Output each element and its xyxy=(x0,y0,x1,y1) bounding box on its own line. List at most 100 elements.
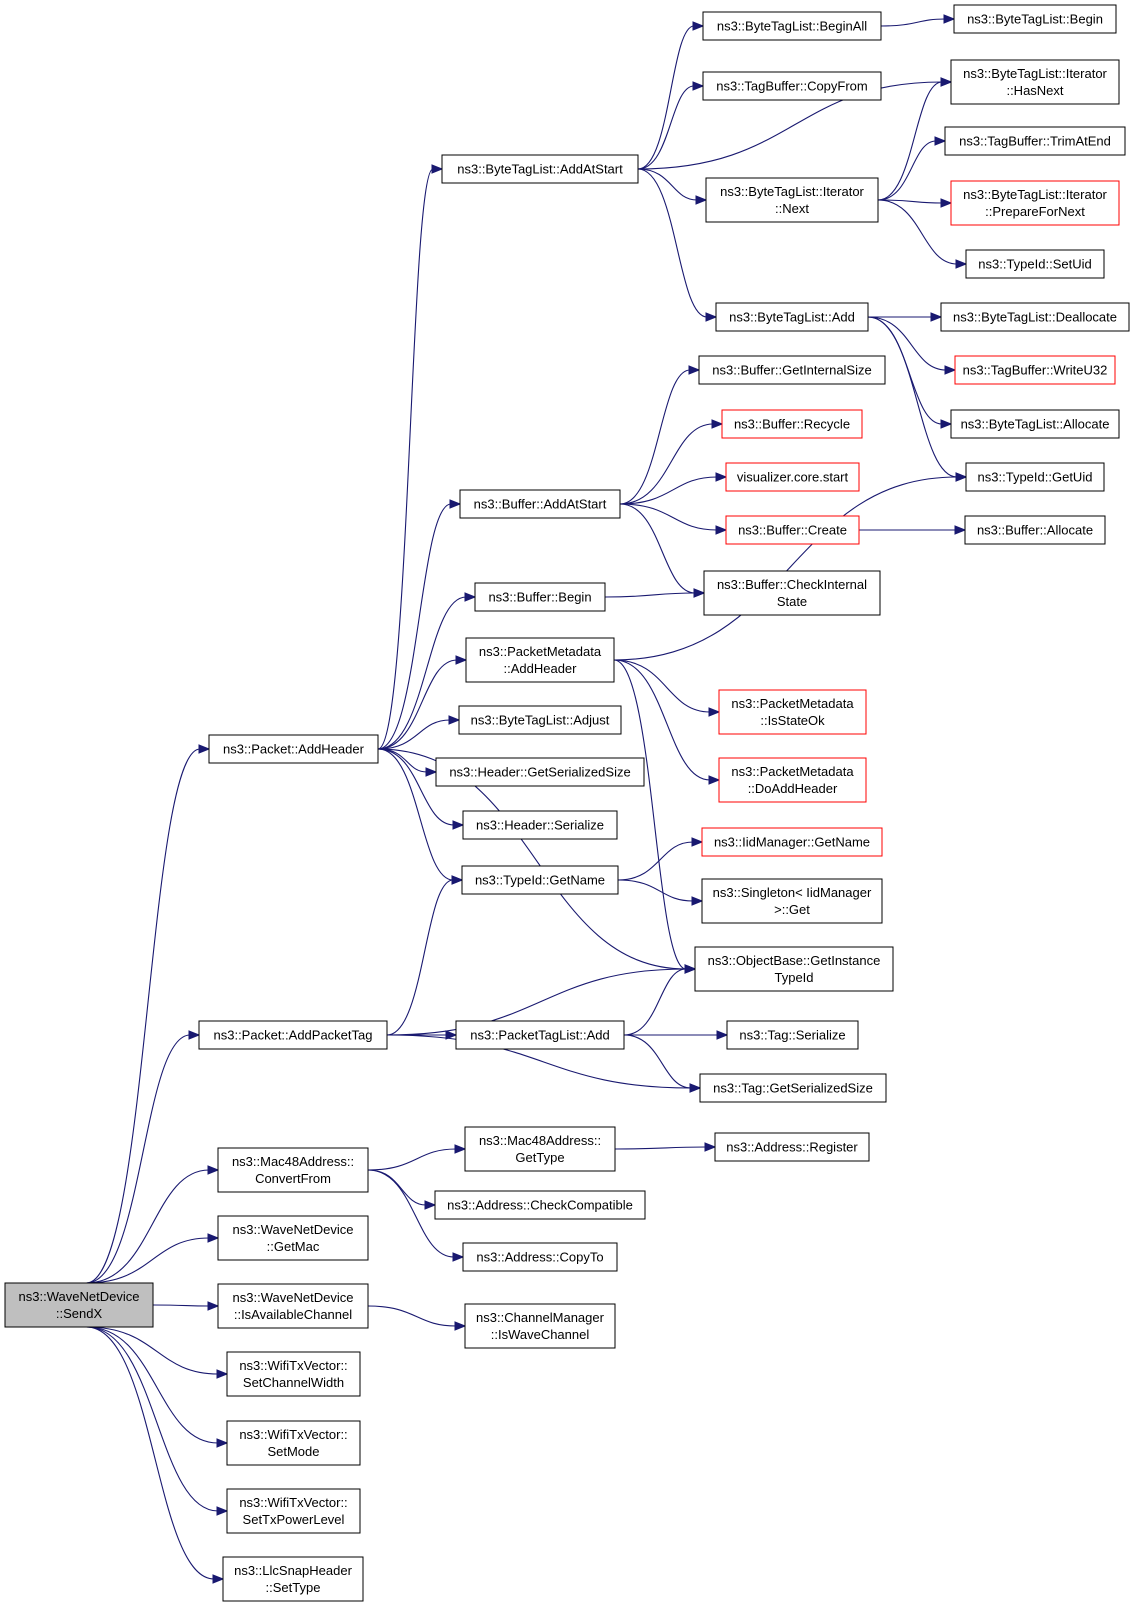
node-buf-getinternal[interactable]: ns3::Buffer::GetInternalSize xyxy=(698,355,886,385)
edge-p-addheader-to-btl-adjust xyxy=(377,719,451,750)
node-label: ns3::ObjectBase::GetInstance xyxy=(708,953,881,968)
node-btli-hasnext[interactable]: ns3::ByteTagList::Iterator::HasNext xyxy=(950,59,1120,105)
node-mac48-gettype[interactable]: ns3::Mac48Address::GetType xyxy=(464,1126,616,1172)
node-btl-add[interactable]: ns3::ByteTagList::Add xyxy=(715,302,869,332)
node-pm-addheader[interactable]: ns3::PacketMetadata::AddHeader xyxy=(465,637,615,683)
node-box xyxy=(718,757,867,803)
node-iid-getname[interactable]: ns3::IidManager::GetName xyxy=(701,827,883,857)
node-mac48-convertfrom[interactable]: ns3::Mac48Address::ConvertFrom xyxy=(217,1147,369,1193)
edge-buf-addatstart-to-buf-create xyxy=(619,503,718,531)
node-box xyxy=(4,1282,154,1328)
arrowhead xyxy=(198,744,211,754)
node-box xyxy=(474,582,606,612)
node-tb-writeu32[interactable]: ns3::TagBuffer::WriteU32 xyxy=(954,355,1116,385)
node-vis-start[interactable]: visualizer.core.start xyxy=(725,462,860,492)
edge-sendx-to-p-addheader xyxy=(86,748,201,1284)
edge-btli-next-to-btli-prepare xyxy=(877,199,943,204)
arrowhead xyxy=(954,525,967,535)
arrowhead xyxy=(455,655,468,665)
node-tid-getuid[interactable]: ns3::TypeId::GetUid xyxy=(965,462,1105,492)
node-label: ns3::WaveNetDevice xyxy=(233,1290,354,1305)
node-p-addpackettag[interactable]: ns3::Packet::AddPacketTag xyxy=(198,1020,388,1050)
node-box xyxy=(462,810,618,840)
arrowhead xyxy=(424,1200,437,1210)
node-wnd-getmac[interactable]: ns3::WaveNetDevice::GetMac xyxy=(217,1215,369,1261)
node-wtv-setmode[interactable]: ns3::WifiTxVector::SetMode xyxy=(226,1420,361,1466)
node-label: ns3::ByteTagList::AddAtStart xyxy=(457,162,623,177)
node-label: SetMode xyxy=(267,1444,319,1459)
edge-p-addpackettag-to-tid-getname xyxy=(386,879,454,1036)
edge-mac48-convertfrom-to-addr-checkcompat xyxy=(367,1169,427,1206)
node-singleton-get[interactable]: ns3::Singleton< IidManager>::Get xyxy=(701,878,883,924)
node-box xyxy=(701,827,883,857)
node-pm-doaddheader[interactable]: ns3::PacketMetadata::DoAddHeader xyxy=(718,757,867,803)
node-btl-addatstart[interactable]: ns3::ByteTagList::AddAtStart xyxy=(441,154,639,184)
node-wnd-isavailable[interactable]: ns3::WaveNetDevice::IsAvailableChannel xyxy=(217,1283,369,1329)
node-llc-settype[interactable]: ns3::LlcSnapHeader::SetType xyxy=(222,1556,364,1602)
node-btli-prepare[interactable]: ns3::ByteTagList::Iterator::PrepareForNe… xyxy=(950,180,1120,226)
node-sendx[interactable]: ns3::WaveNetDevice::SendX xyxy=(4,1282,154,1328)
arrowhead xyxy=(944,365,957,375)
node-p-addheader[interactable]: ns3::Packet::AddHeader xyxy=(208,734,379,764)
node-label: ns3::Buffer::CheckInternal xyxy=(717,577,867,592)
node-box xyxy=(964,515,1106,545)
node-pm-isstateok[interactable]: ns3::PacketMetadata::IsStateOk xyxy=(718,689,867,735)
node-box xyxy=(703,570,881,616)
node-btl-beginall[interactable]: ns3::ByteTagList::BeginAll xyxy=(702,11,882,41)
arrowhead xyxy=(452,820,465,830)
node-btl-allocate[interactable]: ns3::ByteTagList::Allocate xyxy=(950,409,1120,439)
node-addr-copyto[interactable]: ns3::Address::CopyTo xyxy=(462,1242,618,1272)
node-box xyxy=(464,1126,616,1172)
node-buf-create[interactable]: ns3::Buffer::Create xyxy=(725,515,860,545)
node-label: ::IsAvailableChannel xyxy=(234,1307,352,1322)
node-wtv-settxpower[interactable]: ns3::WifiTxVector::SetTxPowerLevel xyxy=(226,1488,361,1534)
node-buf-begin[interactable]: ns3::Buffer::Begin xyxy=(474,582,606,612)
node-box xyxy=(226,1351,361,1397)
node-box xyxy=(950,180,1120,226)
node-label: ns3::Address::CheckCompatible xyxy=(447,1198,633,1213)
node-buf-recycle[interactable]: ns3::Buffer::Recycle xyxy=(721,409,863,439)
arrowhead xyxy=(691,837,704,847)
node-label: ns3::WifiTxVector:: xyxy=(239,1358,347,1373)
node-addr-checkcompat[interactable]: ns3::Address::CheckCompatible xyxy=(434,1190,646,1220)
arrowhead xyxy=(715,472,728,482)
node-tag-serialize[interactable]: ns3::Tag::Serialize xyxy=(726,1020,859,1050)
node-label: ns3::ByteTagList::Begin xyxy=(967,12,1103,27)
node-addr-register[interactable]: ns3::Address::Register xyxy=(714,1132,870,1162)
node-hdr-getser[interactable]: ns3::Header::GetSerializedSize xyxy=(435,757,645,787)
node-wtv-setchannelwidth[interactable]: ns3::WifiTxVector::SetChannelWidth xyxy=(226,1351,361,1397)
node-btli-next[interactable]: ns3::ByteTagList::Iterator::Next xyxy=(705,177,879,223)
node-box xyxy=(465,637,615,683)
node-btl-begin[interactable]: ns3::ByteTagList::Begin xyxy=(953,4,1117,34)
node-box xyxy=(441,154,639,184)
node-tid-setuid[interactable]: ns3::TypeId::SetUid xyxy=(965,249,1105,279)
edge-sendx-to-wtv-settxpower xyxy=(86,1326,219,1512)
node-label: TypeId xyxy=(774,970,813,985)
node-btl-adjust[interactable]: ns3::ByteTagList::Adjust xyxy=(458,705,622,735)
node-label: ::IsStateOk xyxy=(760,713,825,728)
arrowhead xyxy=(711,419,724,429)
node-hdr-ser[interactable]: ns3::Header::Serialize xyxy=(462,810,618,840)
arrowhead xyxy=(689,1083,702,1093)
node-tag-getser[interactable]: ns3::Tag::GetSerializedSize xyxy=(699,1073,887,1103)
node-buf-addatstart[interactable]: ns3::Buffer::AddAtStart xyxy=(459,489,621,519)
edge-p-addheader-to-hdr-ser xyxy=(377,748,455,826)
node-label: ns3::WifiTxVector:: xyxy=(239,1427,347,1442)
node-tb-copyfrom[interactable]: ns3::TagBuffer::CopyFrom xyxy=(702,71,882,101)
node-tid-getname[interactable]: ns3::TypeId::GetName xyxy=(461,865,619,895)
arrowhead xyxy=(454,1321,467,1331)
node-box xyxy=(954,355,1116,385)
node-cm-iswave[interactable]: ns3::ChannelManager::IsWaveChannel xyxy=(464,1303,616,1349)
node-label: ns3::Buffer::AddAtStart xyxy=(474,497,607,512)
node-tb-trimatend[interactable]: ns3::TagBuffer::TrimAtEnd xyxy=(944,126,1126,156)
node-label: ns3::TagBuffer::CopyFrom xyxy=(716,79,868,94)
node-label: ns3::Singleton< IidManager xyxy=(713,885,872,900)
node-btl-dealloc[interactable]: ns3::ByteTagList::Deallocate xyxy=(940,302,1130,332)
edge-buf-begin-to-buf-checkinternal xyxy=(604,592,696,598)
node-label: ns3::PacketMetadata xyxy=(479,644,602,659)
node-ptl-add[interactable]: ns3::PacketTagList::Add xyxy=(455,1020,625,1050)
node-buf-allocate[interactable]: ns3::Buffer::Allocate xyxy=(964,515,1106,545)
